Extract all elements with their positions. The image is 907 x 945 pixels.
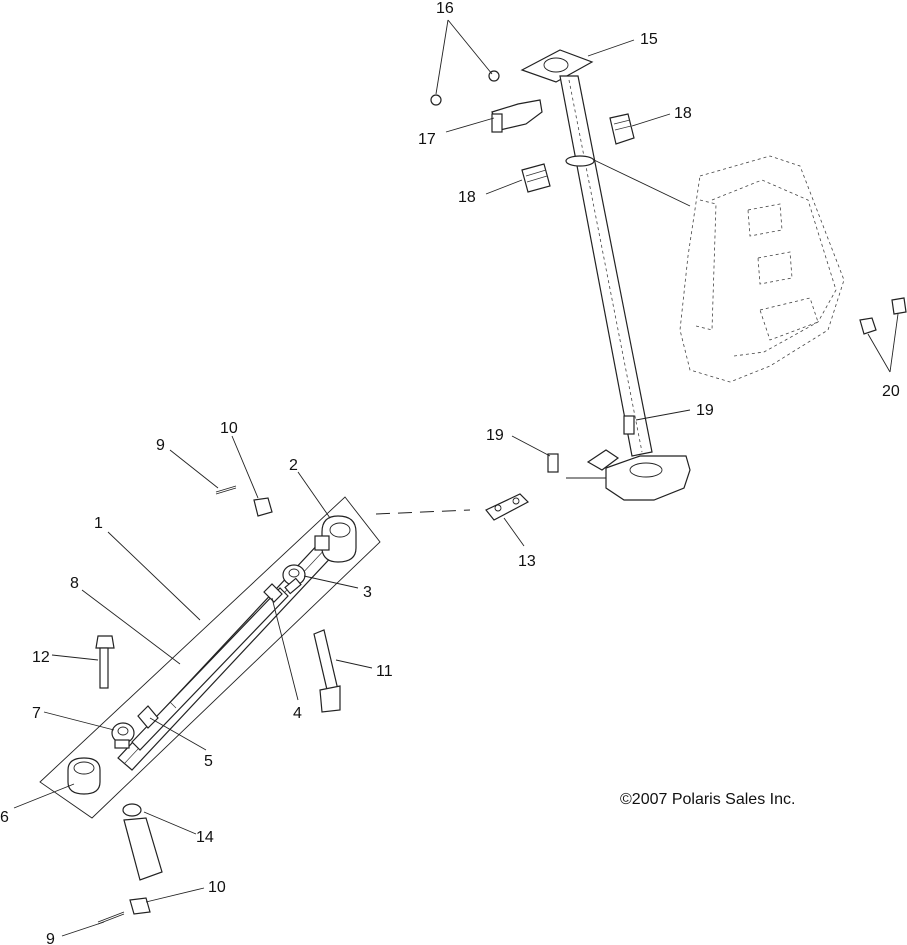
part-7-rod-end: [111, 722, 135, 749]
part-19-bolt-left: [547, 453, 559, 473]
part-16-nuts: [430, 70, 500, 106]
callout-2: 2: [289, 457, 298, 474]
part-4-jam-nut: [263, 583, 283, 603]
callout-10-upper: 10: [220, 420, 238, 437]
callout-17: 17: [418, 131, 436, 148]
callout-6: 6: [0, 809, 9, 826]
part-9-cotter-pin-lower: [97, 911, 125, 925]
callout-15: 15: [640, 31, 658, 48]
part-8-tie-rod: [131, 587, 289, 751]
part-6-housing: [67, 757, 101, 795]
part-10-castle-nut-upper: [253, 497, 273, 517]
part-10-castle-nut-lower: [129, 897, 151, 915]
callout-4: 4: [293, 705, 302, 722]
callout-12: 12: [32, 649, 50, 666]
part-15-steering-column: [520, 49, 691, 501]
callout-5: 5: [204, 753, 213, 770]
vehicle-frame-outline: [679, 155, 845, 383]
callout-9-lower: 9: [46, 931, 55, 945]
leader-lines: [13, 19, 899, 937]
callout-13: 13: [518, 553, 536, 570]
part-12-bolt: [95, 635, 115, 689]
part-11-bolt: [313, 629, 341, 713]
copyright-notice: ©2007 Polaris Sales Inc.: [620, 791, 795, 808]
part-19-bolt-right: [623, 415, 635, 435]
part-13-pitman-arm: [485, 493, 529, 521]
callout-8: 8: [70, 575, 79, 592]
callout-1: 1: [94, 515, 103, 532]
callout-3: 3: [363, 584, 372, 601]
part-18-clamp-upper: [609, 113, 635, 145]
callout-19-right: 19: [696, 402, 714, 419]
tie-rod-assembly-outline: [39, 496, 381, 819]
callout-10-lower: 10: [208, 879, 226, 896]
callout-20: 20: [882, 383, 900, 400]
part-2-housing: [314, 515, 357, 563]
callout-11: 11: [376, 663, 393, 680]
part-14-boot: [122, 803, 163, 881]
callout-14: 14: [196, 829, 214, 846]
callout-19-left: 19: [486, 427, 504, 444]
callout-16: 16: [436, 0, 454, 17]
callout-18-upper: 18: [674, 105, 692, 122]
part-3-rod-end: [282, 564, 306, 595]
part-20-nuts: [859, 297, 907, 335]
callout-9-upper: 9: [156, 437, 165, 454]
part-17-bracket: [491, 99, 543, 133]
part-9-cotter-pin-upper: [215, 485, 237, 495]
callout-7: 7: [32, 705, 41, 722]
part-18-clamp-lower: [521, 163, 551, 193]
part-5-jam-nut: [137, 705, 159, 729]
callout-18-lower: 18: [458, 189, 476, 206]
